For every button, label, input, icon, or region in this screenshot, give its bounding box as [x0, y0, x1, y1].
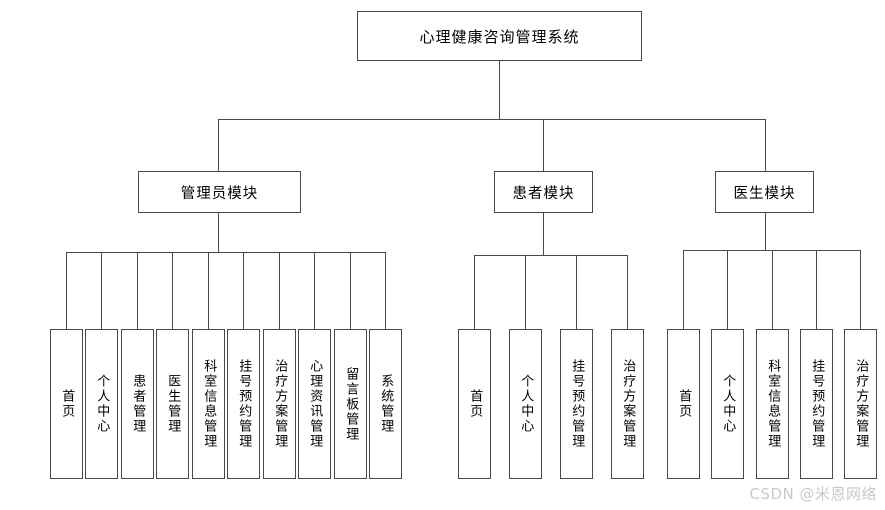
leaf-node-doctor-3: 科室信息管理 — [756, 329, 789, 479]
leaf-node-doctor-5: 治疗方案管理 — [844, 329, 877, 479]
connector-admin-drop-4 — [172, 252, 173, 329]
leaf-node-patient-1: 首页 — [458, 329, 491, 479]
leaf-node-admin-9: 留言板管理 — [334, 329, 367, 479]
leaf-node-admin-4: 医生管理 — [156, 329, 189, 479]
leaf-node-admin-7: 治疗方案管理 — [263, 329, 296, 479]
leaf-node-admin-1: 首页 — [50, 329, 83, 479]
connector-admin-drop-9 — [350, 252, 351, 329]
leaf-node-admin-6: 挂号预约管理 — [227, 329, 260, 479]
leaf-node-doctor-4: 挂号预约管理 — [800, 329, 833, 479]
connector-patient-stem — [543, 213, 544, 255]
module-node-doctor: 医生模块 — [715, 171, 814, 213]
connector-admin-drop-8 — [314, 252, 315, 329]
leaf-node-admin-3: 患者管理 — [121, 329, 154, 479]
leaf-node-doctor-2: 个人中心 — [711, 329, 744, 479]
connector-patient-bus — [474, 255, 627, 256]
module-node-admin: 管理员模块 — [138, 171, 301, 213]
connector-doctor-drop-3 — [772, 250, 773, 329]
connector-admin-drop-7 — [279, 252, 280, 329]
leaf-node-admin-5: 科室信息管理 — [192, 329, 225, 479]
connector-patient-drop-1 — [474, 255, 475, 329]
module-node-patient: 患者模块 — [494, 171, 593, 213]
root-node-system: 心理健康咨询管理系统 — [357, 11, 642, 61]
connector-admin-drop-2 — [101, 252, 102, 329]
connector-main-bus — [218, 119, 766, 120]
connector-admin-drop-10 — [385, 252, 386, 329]
leaf-node-patient-3: 挂号预约管理 — [560, 329, 593, 479]
connector-patient-drop-4 — [627, 255, 628, 329]
leaf-node-patient-2: 个人中心 — [509, 329, 542, 479]
leaf-node-patient-4: 治疗方案管理 — [611, 329, 644, 479]
connector-patient-drop-2 — [525, 255, 526, 329]
connector-root-stem — [499, 61, 500, 119]
connector-doctor-stem — [765, 213, 766, 250]
connector-drop-admin — [218, 119, 219, 172]
connector-admin-drop-5 — [208, 252, 209, 329]
connector-admin-stem — [218, 213, 219, 252]
connector-drop-doctor — [765, 119, 766, 172]
csdn-watermark: CSDN @米恩网络 — [749, 485, 877, 503]
connector-patient-drop-3 — [576, 255, 577, 329]
leaf-node-admin-2: 个人中心 — [85, 329, 118, 479]
leaf-node-admin-8: 心理资讯管理 — [298, 329, 331, 479]
connector-doctor-drop-1 — [683, 250, 684, 329]
connector-doctor-drop-4 — [816, 250, 817, 329]
leaf-node-admin-10: 系统管理 — [369, 329, 402, 479]
connector-admin-bus — [66, 252, 386, 253]
connector-admin-drop-3 — [137, 252, 138, 329]
connector-doctor-drop-2 — [727, 250, 728, 329]
connector-admin-drop-1 — [66, 252, 67, 329]
connector-admin-drop-6 — [243, 252, 244, 329]
leaf-node-doctor-1: 首页 — [667, 329, 700, 479]
connector-doctor-drop-5 — [860, 250, 861, 329]
connector-drop-patient — [543, 119, 544, 172]
